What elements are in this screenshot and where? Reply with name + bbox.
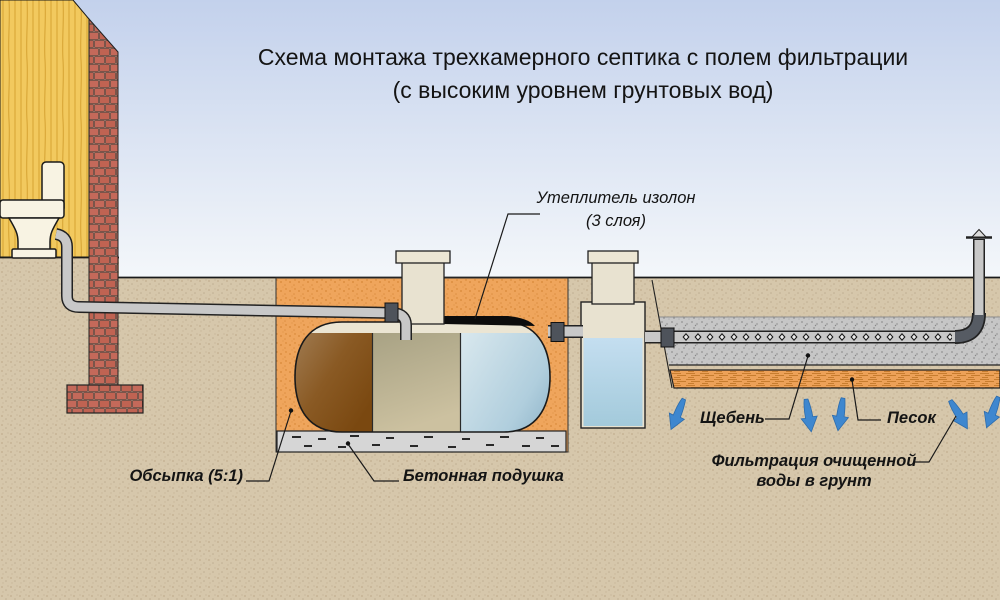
septic-chamber-2 bbox=[372, 333, 460, 432]
sewer-pipe-from-house bbox=[54, 228, 412, 340]
leader-concrete-pad bbox=[347, 443, 399, 482]
sand-layer bbox=[669, 369, 1000, 389]
tank-outlet-pipe bbox=[548, 322, 583, 342]
leader-backfill bbox=[246, 410, 292, 482]
vent-cap-icon bbox=[970, 228, 988, 238]
pipe-coupling bbox=[384, 302, 399, 323]
callout-insulation: Утеплитель изолон (3 слоя) bbox=[536, 189, 696, 230]
septic-chamber-3 bbox=[460, 333, 550, 432]
callout-sand: Песок bbox=[887, 409, 936, 427]
brick-wall bbox=[88, 17, 119, 386]
septic-chamber-1 bbox=[295, 333, 372, 432]
perforation-holes bbox=[680, 332, 952, 342]
sky bbox=[0, 0, 1000, 278]
leader-filtration bbox=[914, 415, 957, 463]
tank-top-band bbox=[295, 322, 550, 333]
leader-gravel bbox=[765, 355, 809, 420]
diagram-title-line2: (с высоким уровнем грунтовых вод) bbox=[392, 77, 774, 103]
well-riser bbox=[591, 261, 635, 305]
callout-filtration: Фильтрация очищенной воды в грунт bbox=[711, 452, 917, 490]
pipe-coupling bbox=[550, 322, 565, 342]
septic-tank bbox=[294, 316, 551, 433]
vent-pipe bbox=[954, 228, 992, 344]
leader-insulation bbox=[474, 213, 540, 320]
callout-gravel: Щебень bbox=[700, 409, 765, 427]
toilet-base bbox=[11, 248, 57, 259]
inspection-riser bbox=[395, 250, 451, 325]
perforated-pipe bbox=[645, 327, 964, 348]
toilet bbox=[0, 161, 65, 259]
callout-concrete-pad: Бетонная подушка bbox=[403, 467, 564, 485]
diagram-title: Схема монтажа трехкамерного септика с по… bbox=[170, 41, 996, 107]
diagram-title-line1: Схема монтажа трехкамерного септика с по… bbox=[257, 44, 909, 70]
leader-lines bbox=[246, 213, 957, 482]
insulation-strip bbox=[443, 316, 535, 326]
pipe-coupling bbox=[660, 327, 675, 348]
leader-sand bbox=[851, 379, 881, 421]
concrete-pad bbox=[276, 430, 567, 453]
house bbox=[0, 0, 144, 414]
callout-backfill: Обсыпка (5:1) bbox=[129, 467, 243, 485]
vent-elbow bbox=[954, 312, 985, 343]
brick-footing bbox=[66, 384, 144, 414]
well-water bbox=[583, 338, 643, 426]
toilet-bowl bbox=[0, 199, 65, 219]
distribution-well bbox=[580, 250, 646, 429]
